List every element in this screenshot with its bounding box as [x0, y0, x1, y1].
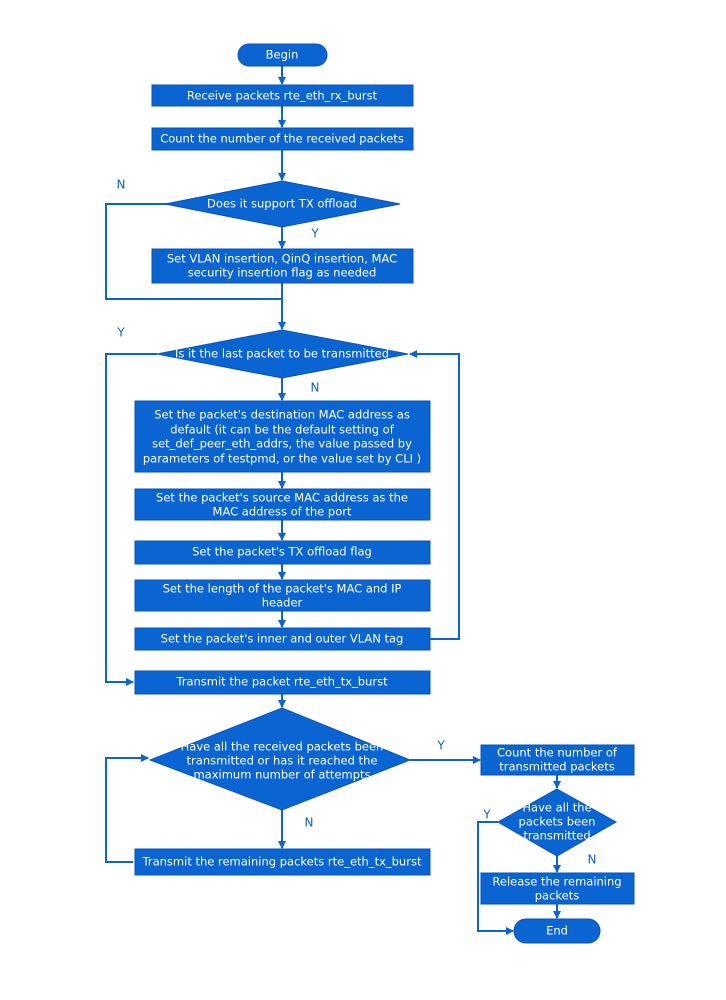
- set-insertion-line-1: Set VLAN insertion, QinQ insertion, MAC: [167, 252, 397, 266]
- label-final-yes: Y: [482, 808, 491, 822]
- tx-offload-label: Does it support TX offload: [207, 197, 357, 211]
- transmit-remaining-label: Transmit the remaining packets rte_eth_t…: [142, 855, 422, 869]
- transmit-label: Transmit the packet rte_eth_tx_burst: [175, 675, 388, 689]
- set-dst-mac-line-4: parameters of testpmd, or the value set …: [143, 452, 421, 466]
- transmit-remaining-box: Transmit the remaining packets rte_eth_t…: [134, 848, 431, 876]
- branch-labels: N Y Y N Y N Y N: [116, 178, 596, 867]
- set-length-line-2: header: [262, 596, 303, 610]
- count-transmitted-box: Count the number of transmitted packets: [480, 744, 635, 776]
- end-label: End: [546, 924, 568, 938]
- all-sent-line-1: Have all the received packets been: [181, 740, 384, 754]
- begin-label: Begin: [266, 48, 299, 62]
- arrow-vlan-loop: [409, 350, 460, 640]
- release-line-2: packets: [535, 889, 580, 903]
- count-transmitted-line-1: Count the number of: [497, 746, 618, 760]
- set-length-box: Set the length of the packet's MAC and I…: [134, 579, 431, 612]
- label-offload-no: N: [117, 178, 126, 192]
- count-received-label: Count the number of the received packets: [160, 132, 404, 146]
- set-dst-mac-line-1: Set the packet's destination MAC address…: [154, 408, 410, 422]
- all-been-sent-line-1: Have all the: [522, 801, 591, 815]
- all-been-sent-line-3: transmitted: [523, 829, 590, 843]
- transmit-box: Transmit the packet rte_eth_tx_burst: [134, 670, 431, 695]
- last-packet-label: Is it the last packet to be transmitted: [175, 347, 389, 361]
- set-src-mac-line-1: Set the packet's source MAC address as t…: [156, 491, 408, 505]
- count-transmitted-line-2: transmitted packets: [499, 760, 615, 774]
- receive-packets-label: Receive packets rte_eth_rx_burst: [187, 89, 378, 103]
- label-last-no: N: [311, 381, 320, 395]
- all-sent-decision: Have all the received packets been trans…: [148, 707, 412, 811]
- arrow-last-yes: [105, 353, 157, 686]
- set-dst-mac-box: Set the packet's destination MAC address…: [134, 400, 431, 473]
- release-box: Release the remaining packets: [480, 872, 635, 905]
- all-been-sent-line-2: packets been: [519, 815, 596, 829]
- release-line-1: Release the remaining: [492, 875, 621, 889]
- arrow-remaining-loop: [105, 754, 149, 863]
- set-insertion-box: Set VLAN insertion, QinQ insertion, MAC …: [151, 248, 414, 284]
- connectors: [105, 66, 561, 935]
- last-packet-decision: Is it the last packet to be transmitted: [156, 329, 409, 379]
- set-src-mac-line-2: MAC address of the port: [213, 505, 352, 519]
- all-been-sent-decision: Have all the packets been transmitted: [496, 788, 618, 857]
- end-terminal: End: [513, 918, 601, 944]
- arrow-offload-no: [105, 203, 282, 300]
- set-dst-mac-line-3: set_def_peer_eth_addrs, the value passed…: [152, 437, 412, 451]
- receive-packets-box: Receive packets rte_eth_rx_burst: [151, 84, 414, 107]
- count-received-box: Count the number of the received packets: [151, 127, 414, 151]
- set-insertion-line-2: security insertion flag as needed: [188, 266, 377, 280]
- all-sent-line-2: transmitted or has it reached the: [187, 754, 378, 768]
- tx-offload-decision: Does it support TX offload: [164, 180, 401, 228]
- label-final-no: N: [588, 853, 597, 867]
- label-offload-yes: Y: [310, 227, 319, 241]
- arrow-final-yes: [477, 821, 514, 935]
- begin-terminal: Begin: [237, 43, 328, 67]
- set-tx-flag-box: Set the packet's TX offload flag: [134, 540, 431, 565]
- set-length-line-1: Set the length of the packet's MAC and I…: [163, 582, 402, 596]
- set-src-mac-box: Set the packet's source MAC address as t…: [134, 488, 431, 521]
- label-check-no: N: [305, 816, 314, 830]
- label-last-yes: Y: [116, 326, 125, 340]
- set-dst-mac-line-2: default (it can be the default setting o…: [170, 423, 395, 437]
- set-vlan-box: Set the packet's inner and outer VLAN ta…: [134, 627, 431, 651]
- all-sent-line-3: maximum number of attempts: [193, 768, 370, 782]
- set-vlan-label: Set the packet's inner and outer VLAN ta…: [161, 632, 404, 646]
- set-tx-flag-label: Set the packet's TX offload flag: [192, 545, 372, 559]
- label-check-yes: Y: [436, 739, 445, 753]
